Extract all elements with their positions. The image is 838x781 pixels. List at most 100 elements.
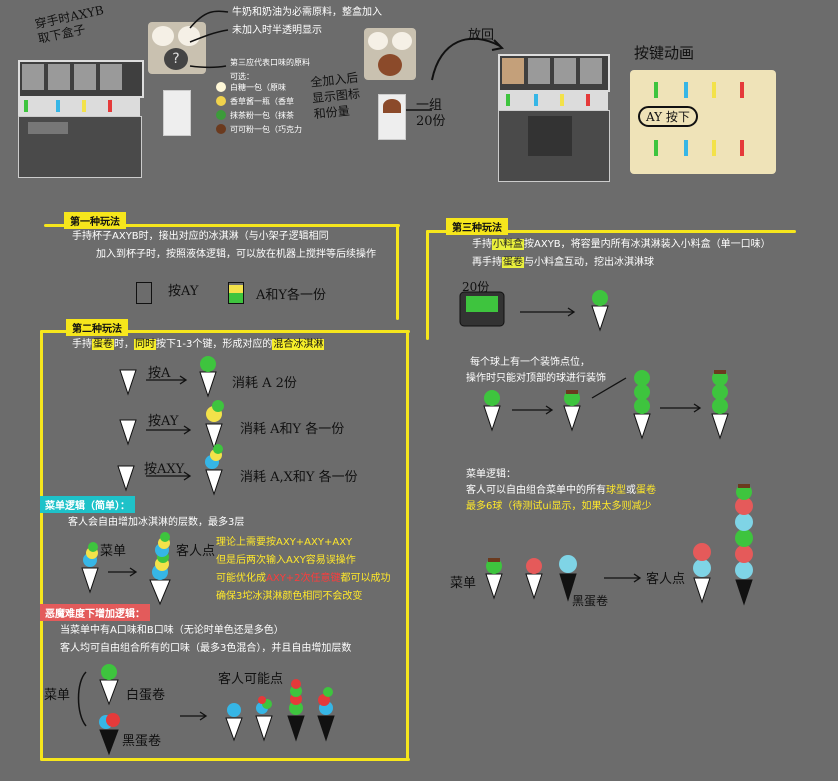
guest-can-order: 客人可能点 <box>218 672 284 687</box>
mode2-menu-title: 菜单逻辑（简单）： <box>40 496 135 513</box>
mode2-line-hl2: 同时 <box>134 339 156 350</box>
mode3-line1-post: 按AXYB，将容量内所有冰淇淋装入小料盒（单一口味） <box>524 239 771 250</box>
mode1-press: 按AY <box>168 284 199 299</box>
black-cone <box>99 713 120 756</box>
guest3-cone-1 <box>693 543 711 604</box>
topping-box <box>459 291 505 327</box>
theory3-red: AXY+2次任意键 <box>266 573 341 584</box>
row1-result: 消耗 A 2份 <box>232 376 297 391</box>
note-selectable: 可选： <box>230 72 254 81</box>
mode3-title: 第三种玩法 <box>446 218 508 235</box>
guest-cone-3 <box>287 679 305 742</box>
mode2-guest-word: 客人点 <box>176 544 216 559</box>
white-cone <box>99 664 119 706</box>
mode2-menu-line: 客人会自由增加冰淇淋的层数，最多3层 <box>68 517 245 528</box>
mode3-menu1-hl2: 蛋卷 <box>636 485 656 496</box>
chocolate-cup <box>378 94 406 140</box>
mode2-menu-word: 菜单 <box>100 544 127 559</box>
note-transparent: 未加入时半透明显示 <box>232 25 322 36</box>
row3-press: 按AXY <box>144 462 185 477</box>
mode1-title: 第一种玩法 <box>64 212 126 229</box>
mode3-menu-title: 菜单逻辑： <box>466 469 516 480</box>
mode2-line-hl3: 混合冰淇淋 <box>272 339 325 350</box>
cone-tricolor <box>205 444 223 496</box>
cone-green-1 <box>199 356 217 398</box>
button-press-label: AY 按下 <box>638 106 698 127</box>
row3-result: 消耗 A,X和Y 各一份 <box>240 470 358 485</box>
row1-press: 按A <box>148 366 171 381</box>
note-button-anim: 按键动画 <box>634 44 695 62</box>
note-third-title: 第三应代表口味的原料 <box>230 58 310 67</box>
menu-cone-stacked <box>149 532 171 606</box>
hard-menu-label: 菜单 <box>44 688 71 703</box>
theory3-post: 都可以成功 <box>340 573 391 584</box>
row2-press: 按AY <box>148 414 179 429</box>
ice-cream-machine-2 <box>498 54 610 184</box>
cone-empty-3 <box>117 465 135 492</box>
mode1-line2: 加入到杯子时，按照液体逻辑，可以放在机器上搅拌等后续操作 <box>96 249 376 260</box>
theory4: 确保3坨冰淇淋颜色相同不会改变 <box>216 591 363 602</box>
ice-cream-machine-1 <box>18 60 144 182</box>
mode3-menu1-pre: 客人可以自由组合菜单中的所有 <box>466 485 606 496</box>
cone-empty-2 <box>119 419 137 446</box>
cone-empty-1 <box>119 369 137 396</box>
mode3-line2-post: 与小料盒互动，挖出冰淇淋球 <box>524 257 654 268</box>
mode1-result: A和Y各一份 <box>256 288 326 303</box>
mode2-line: 手持蛋卷时，同时按下1-3个键，形成对应的混合冰淇淋 <box>72 338 325 351</box>
flavor-label-4: 可可粉一包（巧克力 <box>230 125 302 134</box>
mode2-line-mid: 时， <box>114 339 134 350</box>
mode3-count: 20份 <box>462 280 490 294</box>
menu3-cone-black <box>559 555 577 602</box>
mode3-menu-label: 菜单 <box>450 576 477 591</box>
mode2-title: 第二种玩法 <box>66 319 128 336</box>
note-putback: 放回 <box>468 28 495 43</box>
theory1: 理论上需要按AXY+AXY+AXY <box>216 537 353 548</box>
mode3-line1-pre: 手持 <box>472 239 492 250</box>
mode3-line2: 再手持蛋卷与小料盒互动，挖出冰淇淋球 <box>472 256 654 269</box>
cone-green-yellow <box>205 400 224 450</box>
question-icon: ? <box>164 48 188 70</box>
mode3-guest: 客人点 <box>646 572 686 587</box>
chocolate-icon <box>378 54 402 76</box>
mode3-line1: 手持小料盒按AXYB，将容量内所有冰淇淋装入小料盒（单一口味） <box>472 238 771 251</box>
guest3-cone-tall <box>735 484 753 606</box>
theory2: 但是后两次输入AXY容易误操作 <box>216 555 356 566</box>
mode3-line2-hl: 蛋卷 <box>502 257 524 268</box>
flavor-dot-2 <box>216 96 226 106</box>
note-group: 一组 20份 <box>416 98 446 129</box>
mode3-line2-pre: 再手持 <box>472 257 502 268</box>
note-milk: 牛奶和奶油为必需原料，整盒加入 <box>232 7 382 18</box>
theory3: 可能优化成AXY+2次任意键都可以成功 <box>216 572 391 585</box>
hard-title: 恶魔难度下增加逻辑： <box>40 604 150 621</box>
flavor-label-1: 白糖一包（原味 <box>230 83 286 92</box>
guest-cone-2 <box>255 696 273 742</box>
black-cone-label: 黑蛋卷 <box>122 734 162 749</box>
guest-cone-4 <box>317 687 335 742</box>
mode2-line-pre: 手持 <box>72 339 92 350</box>
flavor-dot-3 <box>216 110 226 120</box>
mode3-menu2: 最多6球（待测试ui显示，如果太多则减少 <box>466 501 652 512</box>
deco2: 操作时只能对顶部的球进行装饰 <box>466 373 606 384</box>
top-arrows <box>189 10 505 111</box>
menu3-cone-1 <box>485 558 503 600</box>
mode3-black-cone: 黑蛋卷 <box>572 594 609 608</box>
mode3-menu1: 客人可以自由组合菜单中的所有球型或蛋卷 <box>466 484 656 497</box>
stack-cone-2 <box>711 370 729 440</box>
filled-cup-icon <box>228 282 244 304</box>
deco-cone-1 <box>483 390 501 432</box>
cup-icon <box>163 90 191 136</box>
row2-result: 消耗 A和Y 各一份 <box>240 422 345 437</box>
hard1: 当菜单中有A口味和B口味（无论时单色还是多色） <box>60 625 284 636</box>
mode3-line1-hl: 小料盒 <box>492 239 524 250</box>
single-scoop-cone <box>591 290 609 332</box>
button-anim-card: AY 按下 <box>630 70 776 174</box>
mode3-menu1-mid: 或 <box>626 485 636 496</box>
mode1-line1: 手持杯子AXYB时，接出对应的冰淇淋（与小架子逻辑相同 <box>72 231 329 242</box>
deco1: 每个球上有一个装饰点位， <box>470 357 590 368</box>
mode2-line-mid2: 按下1-3个键，形成对应的 <box>156 339 273 350</box>
hard2: 客人均可自由组合所有的口味（最多3色混合），并且自由增加层数 <box>60 643 352 654</box>
flavor-dot-4 <box>216 124 226 134</box>
flavor-dot-1 <box>216 82 226 92</box>
